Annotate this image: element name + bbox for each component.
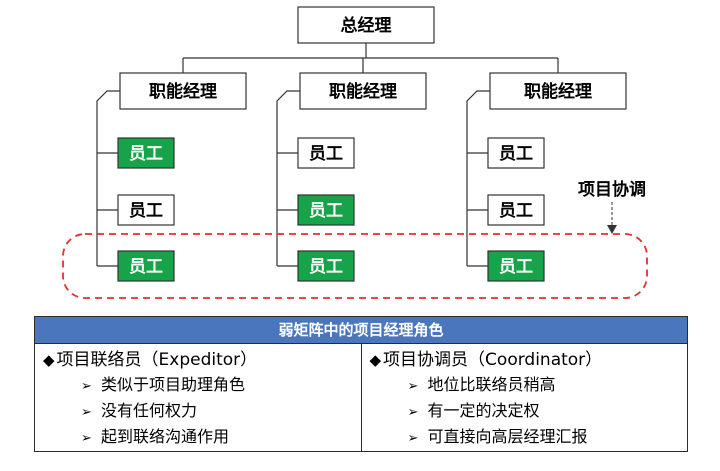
arrow-bullet-icon: ➢ [407, 379, 419, 394]
diamond-bullet-icon: ◆ [369, 351, 382, 369]
coordination-label: 项目协调 [578, 179, 646, 200]
manager-node-3: 职能经理 [489, 72, 627, 110]
employee-node-1-1: 员工 [117, 137, 175, 169]
list-item: ➢有一定的决定权 [370, 399, 688, 425]
role-table: 弱矩阵中的项目经理角色 ◆项目联络员（Expeditor） ➢类似于项目助理角色… [34, 316, 688, 452]
connector-trunk-2 [276, 90, 300, 266]
arrow-bullet-icon: ➢ [81, 379, 92, 394]
role-table-header: 弱矩阵中的项目经理角色 [35, 317, 687, 344]
arrow-bullet-icon: ➢ [81, 405, 92, 420]
employee-label: 员工 [129, 201, 163, 221]
manager-label: 职能经理 [524, 81, 592, 102]
employee-node-3-3: 员工 [487, 250, 545, 282]
role-title: 项目联络员（Expeditor） [56, 350, 258, 370]
employee-label: 员工 [129, 257, 163, 277]
employee-node-3-2: 员工 [487, 194, 545, 226]
org-chart: 总经理 职能经理 职能经理 职能经理 员工 员工 员工 员工 员工 员工 员工 [62, 6, 648, 299]
employee-label: 员工 [309, 257, 343, 277]
list-item: ➢没有任何权力 [43, 399, 361, 425]
employee-label: 员工 [499, 257, 533, 277]
employee-node-1-3: 员工 [117, 250, 175, 282]
connector-trunk-1 [96, 90, 120, 266]
top-manager-label: 总经理 [341, 15, 392, 36]
expeditor-column: ◆项目联络员（Expeditor） ➢类似于项目助理角色 ➢没有任何权力 ➢起到… [35, 344, 361, 452]
employee-label: 员工 [129, 144, 163, 164]
top-manager-node: 总经理 [297, 6, 435, 44]
list-item: ➢类似于项目助理角色 [43, 373, 361, 399]
coordination-arrowhead-icon [607, 225, 617, 234]
arrow-bullet-icon: ➢ [407, 431, 419, 446]
diamond-bullet-icon: ◆ [43, 351, 55, 369]
coordinator-column: ◆项目协调员（Coordinator） ➢地位比联络员稍高 ➢有一定的决定权 ➢… [360, 344, 688, 452]
connector-trunk-3 [466, 90, 490, 266]
org-connectors [96, 43, 559, 267]
manager-node-1: 职能经理 [119, 72, 247, 110]
manager-node-2: 职能经理 [299, 72, 427, 110]
arrow-bullet-icon: ➢ [407, 405, 419, 420]
manager-label: 职能经理 [149, 81, 217, 102]
employee-label: 员工 [499, 144, 533, 164]
employee-node-2-1: 员工 [297, 137, 355, 169]
employee-label: 员工 [309, 201, 343, 221]
list-item: ➢可直接向高层经理汇报 [370, 425, 688, 451]
employee-label: 员工 [499, 201, 533, 221]
manager-label: 职能经理 [329, 81, 397, 102]
employee-node-1-2: 员工 [117, 194, 175, 226]
employee-node-2-3: 员工 [297, 250, 355, 282]
project-coordination-outline [62, 233, 648, 299]
list-item: ➢地位比联络员稍高 [370, 373, 688, 399]
employee-node-2-2: 员工 [297, 194, 355, 226]
arrow-bullet-icon: ➢ [81, 431, 92, 446]
employee-node-3-1: 员工 [487, 137, 545, 169]
role-title: 项目协调员（Coordinator） [383, 350, 603, 370]
employee-label: 员工 [309, 144, 343, 164]
list-item: ➢起到联络沟通作用 [43, 425, 361, 451]
